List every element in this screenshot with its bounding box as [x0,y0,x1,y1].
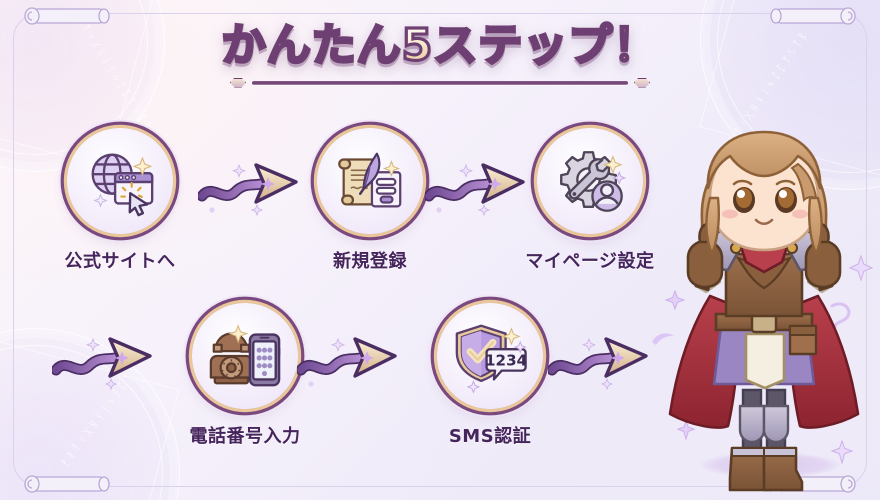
rune-glyphs-bottom-left: ᚠᚱᛏᚲᚷᚺᚾᛁᛃᛇᛈᛉᛊᛏᛒ [58,345,154,470]
ornamental-divider [230,77,650,88]
step-item-5[interactable]: 1234 SMS認証 [415,299,565,448]
step-4-badge[interactable] [188,299,302,413]
step-5-label: SMS認証 [448,426,532,447]
step-3-badge[interactable] [533,124,647,238]
step-4-label: 電話番号入力 [189,426,301,447]
arrow-step-1-to-2-icon [198,158,302,220]
telephone-smartphone-icon [192,303,298,409]
gear-wrench-user-icon [537,128,643,234]
scroll-roll-bottom-left-icon [22,474,114,494]
sms-code-text: 1234 [485,351,527,369]
globe-browser-cursor-icon [67,128,173,234]
divider-diamond-left-icon [230,77,246,88]
page-title-block: かんたん5ステップ！ [0,20,880,88]
step-1-badge[interactable] [63,124,177,238]
step-item-2[interactable]: 新規登録 [295,124,445,273]
step-item-1[interactable]: 公式サイトへ [45,124,195,273]
page-title: かんたん5ステップ！ [220,20,659,71]
step-item-4[interactable]: 電話番号入力 [170,299,320,448]
step-2-label: 新規登録 [333,251,407,272]
divider-bar [252,80,628,85]
step-2-badge[interactable] [313,124,427,238]
step-item-3[interactable]: マイページ設定 [515,124,665,273]
rune-circle-bottom-left-icon [0,328,180,500]
step-3-label: マイページ設定 [525,251,655,272]
character-illustration [648,118,880,500]
arrow-step-3-to-4-icon [52,332,156,394]
step-1-label: 公式サイトへ [64,251,176,272]
scroll-quill-form-icon [317,128,423,234]
shield-check-sms-icon: 1234 [437,303,543,409]
step-5-badge[interactable]: 1234 [433,299,547,413]
divider-diamond-right-icon [634,77,650,88]
